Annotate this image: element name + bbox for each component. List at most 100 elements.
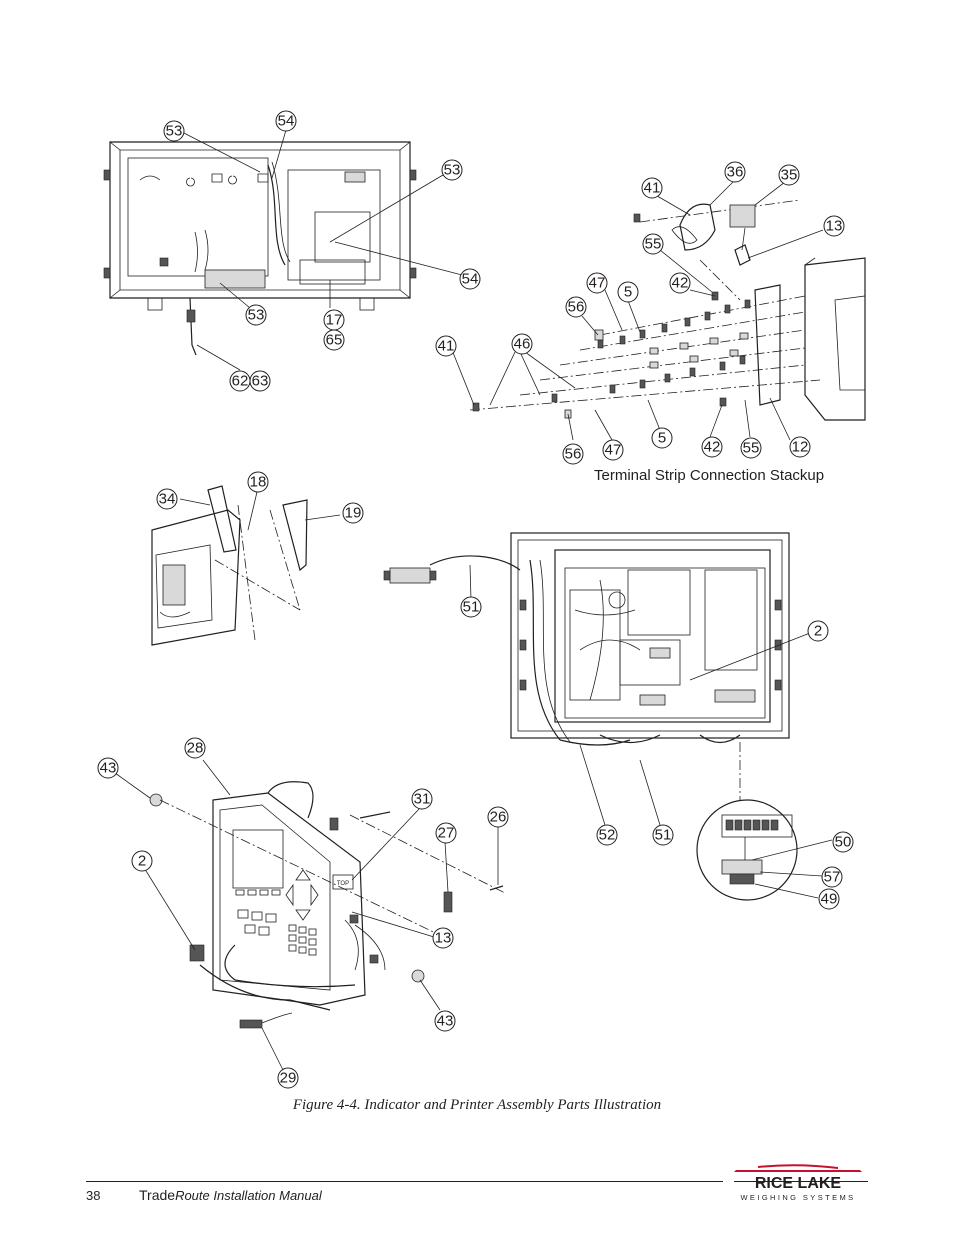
- callout: 26: [487, 806, 509, 828]
- callout: 13: [432, 927, 454, 949]
- callout: 65: [323, 329, 345, 351]
- panel-bracket-view: [151, 485, 341, 646]
- svg-text:55: 55: [645, 236, 662, 253]
- callout: 57: [821, 866, 843, 888]
- svg-text:2: 2: [814, 623, 822, 640]
- callout: 41: [641, 177, 663, 199]
- svg-text:31: 31: [414, 791, 431, 808]
- svg-text:41: 41: [438, 338, 455, 355]
- callout: 35: [778, 164, 800, 186]
- svg-text:41: 41: [644, 180, 661, 197]
- callout: 13: [823, 215, 845, 237]
- svg-text:51: 51: [463, 599, 480, 616]
- manual-title: TradeRoute Installation Manual: [139, 1187, 322, 1203]
- svg-text:47: 47: [589, 275, 606, 292]
- callout: 43: [434, 1010, 456, 1032]
- svg-text:43: 43: [100, 760, 117, 777]
- svg-text:53: 53: [444, 162, 461, 179]
- svg-text:51: 51: [655, 827, 672, 844]
- callout: 28: [184, 737, 206, 759]
- callout: 52: [596, 824, 618, 846]
- svg-text:55: 55: [743, 440, 760, 457]
- svg-text:5: 5: [658, 430, 666, 447]
- callout: 49: [818, 888, 840, 910]
- svg-text:56: 56: [565, 446, 582, 463]
- manual-brand: Trade: [139, 1187, 176, 1203]
- callout: 34: [156, 488, 178, 510]
- svg-text:28: 28: [187, 740, 204, 757]
- callout: 41: [435, 335, 457, 357]
- footer-rule-right: [734, 1181, 868, 1182]
- callout: 2: [807, 620, 829, 642]
- terminal-detail: [696, 799, 833, 901]
- callout: 55: [740, 437, 762, 459]
- callout: 2: [131, 850, 153, 872]
- callout: 19: [342, 502, 364, 524]
- callout: 46: [511, 333, 533, 355]
- callout: 53: [163, 120, 185, 142]
- callout: 5: [617, 281, 639, 303]
- svg-text:13: 13: [826, 218, 843, 235]
- callout: 17: [323, 309, 345, 331]
- svg-text:46: 46: [514, 336, 531, 353]
- svg-text:2: 2: [138, 853, 146, 870]
- svg-text:43: 43: [437, 1013, 454, 1030]
- svg-text:29: 29: [280, 1070, 297, 1087]
- indicator-front-view: TOP: [114, 744, 661, 1071]
- svg-text:54: 54: [462, 271, 479, 288]
- svg-text:12: 12: [792, 439, 809, 456]
- callout: 54: [275, 110, 297, 132]
- callout: 51: [460, 596, 482, 618]
- callout: 5: [651, 427, 673, 449]
- svg-text:17: 17: [326, 312, 343, 329]
- callout: 29: [277, 1067, 299, 1089]
- callout: 54: [459, 268, 481, 290]
- svg-text:65: 65: [326, 332, 343, 349]
- svg-text:5: 5: [624, 284, 632, 301]
- logo-wordmark: RICE LAKE: [755, 1175, 842, 1192]
- callout: 55: [642, 233, 664, 255]
- footer-rule: [86, 1181, 723, 1182]
- svg-text:52: 52: [599, 827, 616, 844]
- callout: 31: [411, 788, 433, 810]
- svg-text:54: 54: [278, 113, 295, 130]
- callout: 50: [832, 831, 854, 853]
- figure-caption: Figure 4-4. Indicator and Printer Assemb…: [292, 1097, 662, 1113]
- svg-text:27: 27: [438, 825, 455, 842]
- enclosure-open-view: [103, 129, 463, 371]
- svg-text:53: 53: [166, 123, 183, 140]
- callout: 42: [669, 272, 691, 294]
- svg-text:13: 13: [435, 930, 452, 947]
- svg-text:50: 50: [835, 834, 852, 851]
- stackup-label: Terminal Strip Connection Stackup: [594, 467, 825, 484]
- callout: 12: [789, 436, 811, 458]
- callout: 27: [435, 822, 457, 844]
- svg-text:62: 62: [232, 373, 249, 390]
- svg-text:57: 57: [824, 869, 841, 886]
- svg-text:63: 63: [252, 373, 269, 390]
- svg-text:26: 26: [490, 809, 507, 826]
- svg-text:34: 34: [159, 491, 176, 508]
- svg-text:47: 47: [605, 442, 622, 459]
- indicator-interior-view: [383, 532, 811, 800]
- svg-text:53: 53: [248, 307, 265, 324]
- callout: 62: [229, 370, 251, 392]
- callout: 43: [97, 757, 119, 779]
- svg-text:36: 36: [727, 164, 744, 181]
- callout: 53: [441, 159, 463, 181]
- terminal-stackup: [451, 179, 866, 441]
- svg-text:35: 35: [781, 167, 798, 184]
- callout: 53: [245, 304, 267, 326]
- callout: 18: [247, 471, 269, 493]
- top-label: TOP: [337, 881, 349, 887]
- callout: 63: [249, 370, 271, 392]
- svg-text:42: 42: [672, 275, 689, 292]
- callout: 36: [724, 161, 746, 183]
- page-number: 38: [86, 1188, 101, 1203]
- svg-text:56: 56: [568, 299, 585, 316]
- rice-lake-logo: RICE LAKE WEIGHING SYSTEMS: [734, 1164, 862, 1202]
- svg-text:18: 18: [250, 474, 267, 491]
- callout: 51: [652, 824, 674, 846]
- svg-text:19: 19: [345, 505, 362, 522]
